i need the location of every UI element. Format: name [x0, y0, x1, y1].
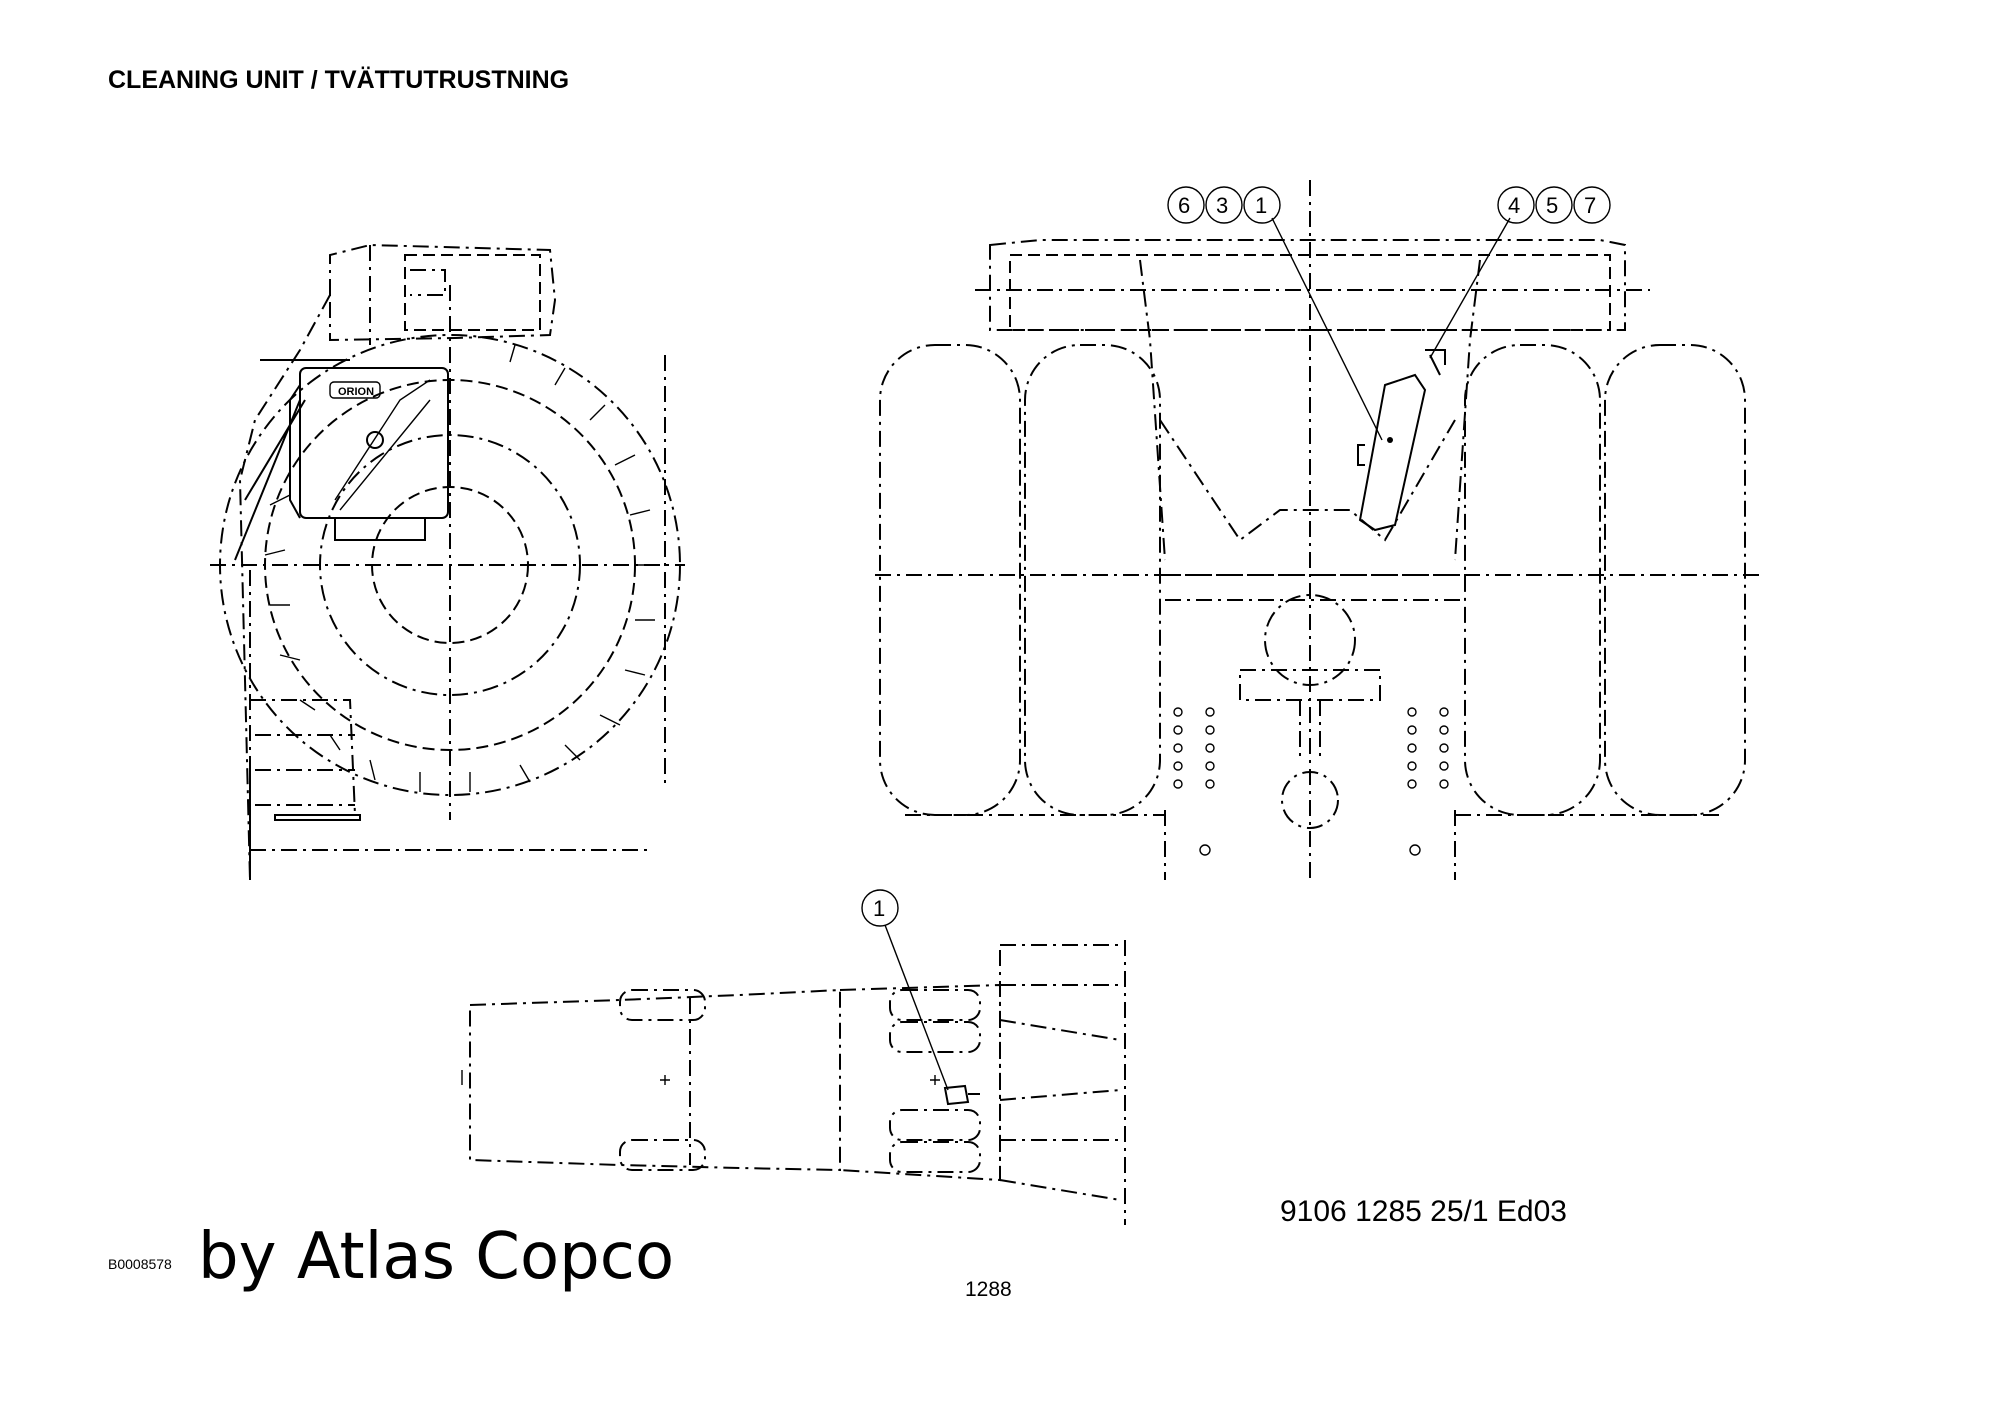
cleaning-unit-box [299, 367, 449, 519]
front-cab [989, 239, 1626, 331]
callout-group-front-left: 6 3 1 [1167, 186, 1281, 224]
orion-logo [329, 381, 381, 399]
callout-front-right-1: 4 [1508, 193, 1520, 218]
side-view: ORION [210, 243, 685, 881]
front-tire-left-inner [1024, 344, 1161, 816]
front-tire-left-outer [879, 344, 1021, 816]
page-title: CLEANING UNIT / TVÄTTUTRUSTNING [108, 66, 570, 94]
front-tire-right-inner [1464, 344, 1601, 816]
callout-top-1: 1 [873, 896, 885, 921]
callout-front-right-2: 5 [1546, 193, 1558, 218]
top-tire-rear-2 [619, 1139, 706, 1171]
side-cab [329, 243, 557, 342]
side-frame [238, 294, 331, 881]
top-frame-rear [469, 988, 841, 1172]
front-view: 6 3 1 4 5 7 [875, 180, 1765, 880]
leader-front-right [1429, 217, 1511, 359]
top-tire-front-1 [889, 989, 981, 1021]
top-tire-front-2 [889, 1021, 981, 1053]
top-tire-front-4 [889, 1141, 981, 1173]
page-number: 1288 [965, 1278, 1012, 1301]
top-view: 1 [461, 889, 1126, 1225]
front-axle [875, 574, 1765, 601]
callout-front-left-2: 3 [1216, 193, 1228, 218]
callout-group-top: 1 [861, 889, 899, 927]
reference-code: B0008578 [108, 1256, 172, 1272]
brand-watermark: by Atlas Copco [198, 1220, 675, 1294]
front-cleaning-unit [1358, 373, 1427, 532]
document-number: 9106 1285 25/1 Ed03 [1280, 1195, 1567, 1228]
callout-front-left-3: 1 [1255, 193, 1267, 218]
top-tire-front-3 [889, 1109, 981, 1141]
callout-group-front-right: 4 5 7 [1497, 186, 1611, 224]
top-cleaning-unit [943, 1084, 980, 1106]
top-tire-rear-1 [619, 989, 706, 1021]
side-cab-window [404, 254, 541, 331]
leader-front-left [1271, 217, 1383, 441]
callout-front-right-3: 7 [1584, 193, 1596, 218]
callout-front-left-1: 6 [1178, 193, 1190, 218]
front-tire-right-outer [1604, 344, 1746, 816]
orion-logo-text: ORION [338, 386, 374, 398]
leader-top [884, 924, 949, 1091]
side-wheel-rim [319, 434, 581, 696]
